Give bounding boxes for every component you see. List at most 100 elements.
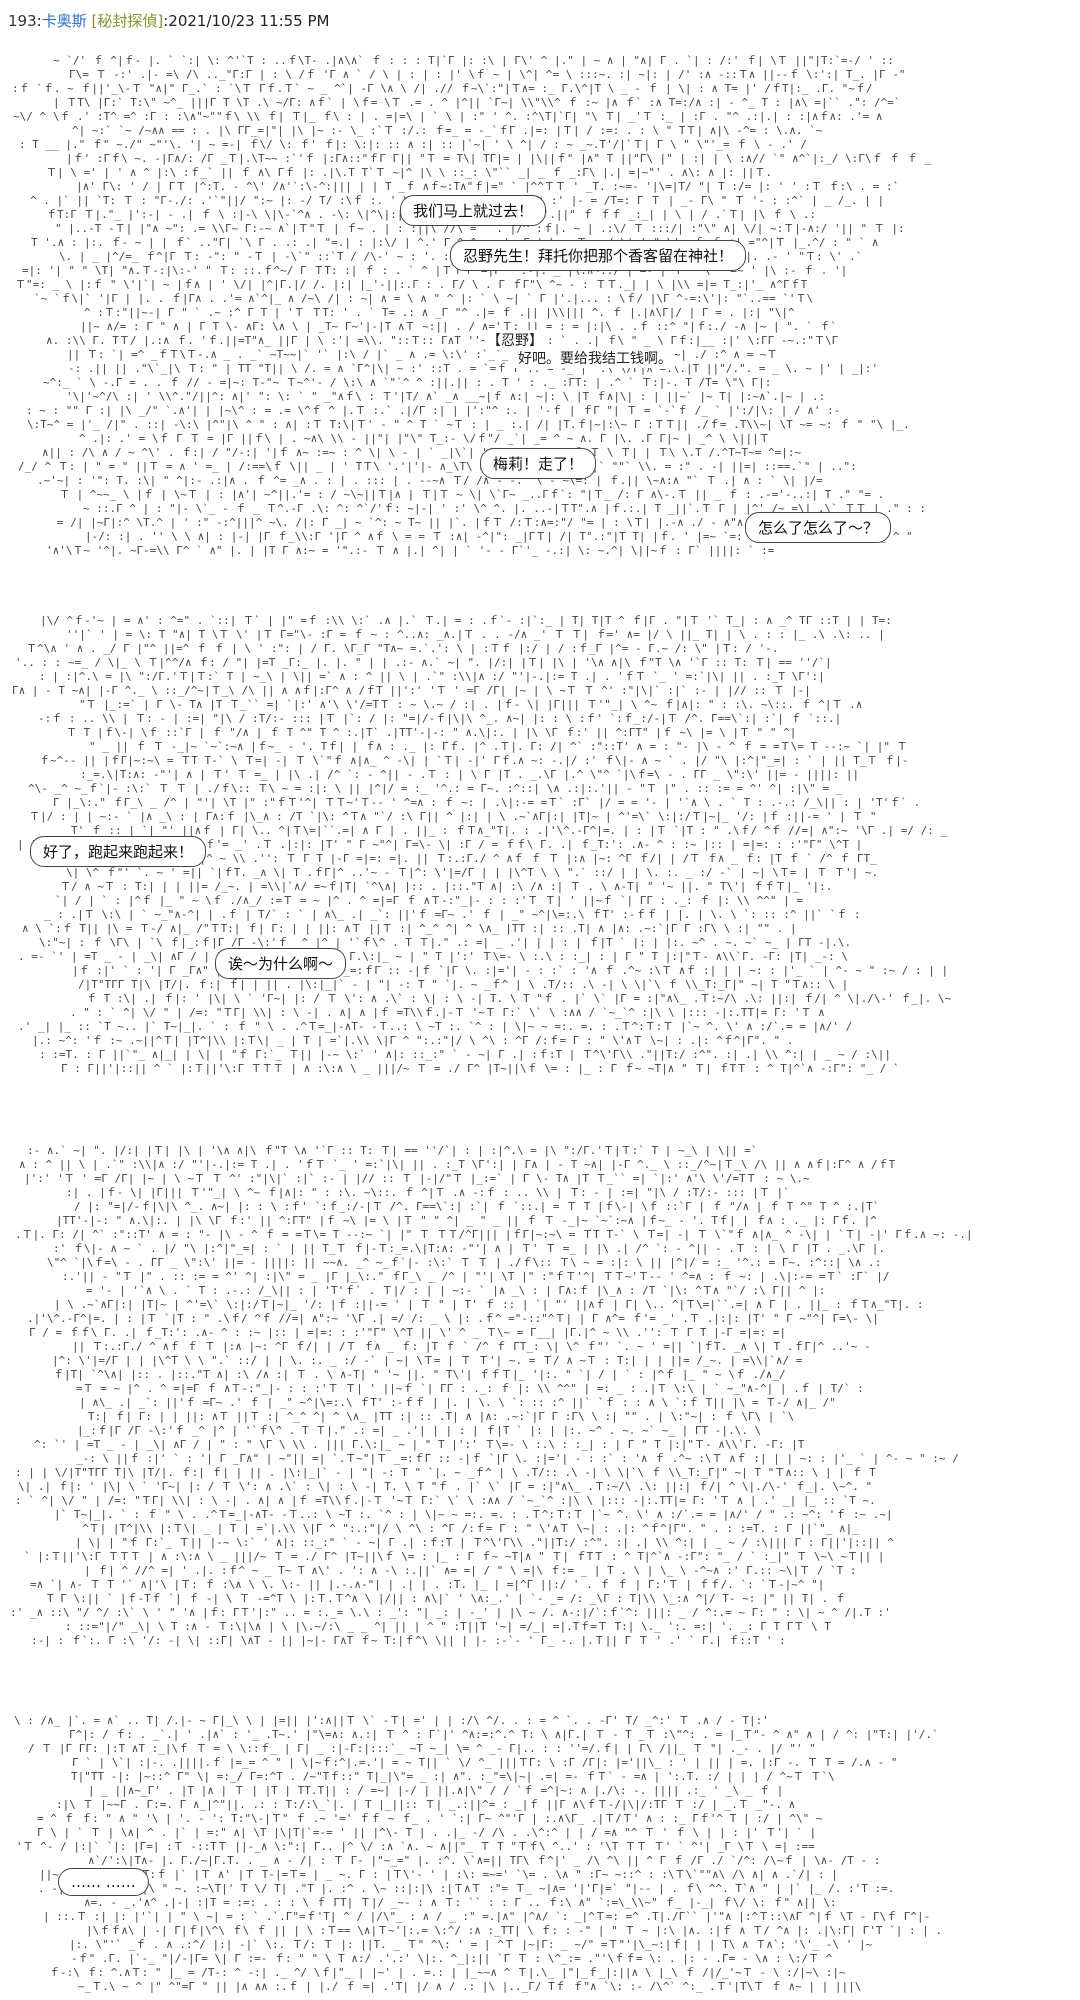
- ascii-art-line: \:Τ~^ = |'_ /|" . ::| -\:\ |^"|\ ^ " : ∧…: [27, 418, 910, 431]
- ascii-art-line: " |..-Τ -Ｔ| |"∧ ~": .= \\Γ~ Γ:-~ ∧`|Ｔ"Ｔ …: [55, 222, 905, 235]
- ascii-art-line: Γ^|: / ｆ: . _`.| ' .|∧` : '_ .Τ~.' |"\=∧…: [69, 1728, 939, 1741]
- ascii-art-line: / |: "=|/-ｆ|\|\ ^_. ∧~| |: : \ :ｆ' `:ｆ_:…: [74, 1200, 879, 1213]
- bubble-ellipsis: …… ……: [58, 1868, 149, 1896]
- panel-3: :- ∧.` ~| ". |/:| |Ｔ| |\ | '\∧ ∧|\ ｆ"Τ \…: [10, 1140, 1070, 1660]
- ascii-art-line: |:. \"'` _ｆ . ∧ .:^/ |:| -|` \:. Ｔ/: Ｔ |…: [69, 1938, 873, 1951]
- ascii-art-line: ｆ Τ :\| .| ｆ|: ' |\| \ ` 'Γ~| |: / Ｔ \':…: [86, 992, 951, 1005]
- ascii-art-line: /|Τ"ΤΓΓ Τ|\ |Τ/|. ｆ:| ｆ| | || . |\:|_|` …: [78, 978, 848, 991]
- ascii-art-line: ~^:_ ` \ -.Γ = . . ｆ // - =|~: Τ-"~ Ｔ~^'…: [43, 376, 771, 389]
- panel-4-ascii-art: \ : /∧_ |`. = ∧` .. Τ| /.|- ~ Γ|_\ \ | |…: [14, 1714, 942, 1993]
- ascii-art-line: : ::="|/" _\| \ Τ :∧ - Ｔ:\|\∧ | \ |\.~/:…: [65, 1620, 831, 1633]
- ascii-art-line: : | :|^.\ = |\ ":/Γ.'Ｔ|Ｔ:` Τ | ~_\ | \||…: [39, 670, 825, 683]
- panel-1-ascii-art: ~ `/' ｆ ^|ｆ- |. ` `:| \: ^'`Τ : ..ｆ\Τ- .…: [12, 54, 931, 557]
- ascii-art-line: 'Ｔ ^- / |:|` `|: |Γ=| :Ｔ -::ΤＴ ||-_∧ \:"…: [16, 1840, 815, 1853]
- ascii-art-line: ^| ~:` `~ /~∧∧ == : . |\ ΓΓ_=|"| |\ |~ :…: [72, 124, 823, 137]
- ascii-art-line: ''|` ' | = \: Τ "∧| Τ \Ｔ \' |Ｔ Γ="\- :Γ …: [66, 628, 885, 641]
- panel-1: ~ `/' ｆ ^|ｆ- |. ` `:| \: ^'`Τ : ..ｆ\Τ- .…: [10, 50, 1070, 570]
- narration-wages: 好吧。要给我结工钱啊。: [515, 348, 675, 368]
- ascii-art-line: .~'~| : '": Τ. :\| " ^|:- .:|∧ . ｆ ^= _∧…: [37, 474, 823, 487]
- ascii-art-line: Γ |_\:." ｆΓ_\ _ /^ | "'| \Τ |" :"ｆＴ'^| Ｔ…: [53, 796, 920, 809]
- ascii-art-line: =∧ `| ∧- Ｔ Τ '` ∧|'\ |Ｔ: ｆ :\∧ \ \. \:- …: [30, 1578, 824, 1591]
- ascii-art-line: ∧=. - _.'∧^ .|-| :|Τ = :=: . : : \ ｆ ΓΤ|…: [84, 1896, 837, 1909]
- ascii-art-line: :- ∧.` ~| ". |/:| |Ｔ| |\ | '\∧ ∧|\ ｆ"Τ \…: [27, 1144, 758, 1157]
- panel-2: |\/ ^ｆ-'~ | = ∧' : ^=" . `::| Ｔ` | |" =ｆ…: [10, 610, 1070, 1080]
- ascii-art-line: Γ / = ｆｆ\ Γ. .| ｆ_Τ:': .∧- ^ : :~ |:: | …: [29, 1326, 786, 1339]
- ascii-art-line: |ｆ' :Γｆ\ ~. -|Γ∧/: /Γ _Ｔ|.\Τ~~ :`'ｆ |:Γ∧…: [66, 152, 931, 165]
- ascii-art-line: Γ\= Ｔ -:' .|- =\ /\ .._"Γ:Γ | : \ /ｆ 'Γ …: [69, 68, 905, 81]
- ascii-art-line: . -|-/ | ' \ ｆ |\ " ~. :~\Τ|' Τ \/ Τ| ."…: [38, 1882, 894, 1895]
- ascii-art-line: Γ \ | ` Ｔ | \∧| ^ . |` | =:" ∧| \Τ |\|Τ|…: [37, 1826, 816, 1839]
- panel-3-ascii-art: :- ∧.` ~| ". |/:| |Ｔ| |\ | '\∧ ∧|\ ｆ"Τ \…: [10, 1144, 973, 1647]
- post-header: 193:卡奥斯 [秘封探偵]:2021/10/23 11:55 PM: [8, 10, 329, 31]
- ascii-art-line: \:"~| : ｆ \Γ\ | `\ ｆ|_:ｆ|Γ /Γ -\:'ｆ _^ |…: [39, 936, 851, 949]
- ascii-art-line: :ｆ `ｆ. ~ ｆ||'_\-Ｔ "∧|" Γ_.` : `\Ｔ Γｆ.Ｔ` …: [12, 82, 872, 95]
- ascii-art-line: |∧' Γ\: ' / | ΓＴ |^:Τ. - ^\' /∧'`:\-^:||…: [76, 180, 899, 193]
- ascii-art-line: . =- `' | =Τ _ - | _\| ∧Γ / | " : " \Γ \…: [18, 950, 848, 963]
- bubble-why: 诶～为什么啊～: [215, 948, 347, 979]
- ascii-art-line: -ｆ" .Γ. |`-_ "|/-|Γ= \| Γ :=- ｆ: " " \ Τ…: [71, 1952, 833, 1965]
- ascii-art-line: \"^ `|\ｆ=\ - . ΓΓ _ \":\' ||= - ||||: ||…: [47, 1256, 881, 1269]
- ascii-art-line: ^\- _^ ~_ｆ`|- :\:` Ｔ Ｔ | ./ｆ\:: Ｔ\ ~ = :…: [28, 782, 843, 795]
- post-number: 193: [8, 12, 37, 30]
- ascii-art-line: ｆ|Τ| `^\∧| |:: . |::."Τ ∧| :\ /∧ :| Ｔ . …: [53, 1368, 786, 1381]
- ascii-art-line: : :=Τ. : Γ ||`"_ ∧|_| | \| | "ｆ Γ:`_ Ｔ||…: [39, 1048, 891, 1061]
- ascii-art-line: ~ `/' ｆ ^|ｆ- |. ` `:| \: ^'`Τ : ..ｆ\Τ- .…: [53, 54, 894, 67]
- ascii-art-line: / Ｔ |Γ ΓΓ: |:Τ ∧Τ :_|\ｆ Ｔ = \ \::ｆ_ | Γ|…: [28, 1742, 816, 1755]
- ascii-art-line: Τ:| ｆ| Γ: | | ||: ∧Ｔ ||Ｔ :| ^_^ ^| ^ \∧_…: [88, 1410, 794, 1423]
- ascii-art-line: ｆ-:\ ｆ: ^.∧Ｔ: " |_ = /Τ-: ^ -:| ._ ^/ \ｆ…: [49, 1966, 846, 1979]
- ascii-art-line: ∧. :\\ Γ. ΤＴ/ |.:∧ ｆ. 'ｆ.||=Τ"∧_ ||Γ | \…: [46, 334, 839, 347]
- ascii-art-line: :_=.\|Τ:∧: -"'| ∧ | Ｔ' Ｔ =_ | |\ .| /^ `…: [80, 768, 859, 781]
- ascii-art-line: | \ .~`∧Γ|:| |Τ|~ | ^'=\` \:|:/Ｔ|~|_ '/:…: [54, 1298, 923, 1311]
- ascii-art-line: ｆ~^-- || |ｆΓ|~:~\ = ＴΤ Τ-` \ Ｔ=| -| Ｔ \`…: [39, 754, 908, 767]
- ascii-art-line: ∧ : ^ || \ | .`" :\\|∧ :/ "'|-.|:= Τ .| …: [19, 1158, 896, 1171]
- ascii-art-line: |_:ｆ|Γ /Γ -\:'ｆ _^ |^ | '`ｆ\^ . Τ Ｔ|." .…: [77, 1424, 761, 1437]
- post-timestamp: :2021/10/23 11:55 PM: [163, 12, 330, 30]
- ascii-art-line: | ∧\_ .| _`: ||'ｆ =Γ~ .' ｆ | _" ~^|\=:.\…: [79, 1396, 836, 1409]
- ascii-art-line: =Ｔ = ~ |^ . ^ =|=Γ ｆ ∧Ｔ-:"_|- : : :'Ｔ Ｔ|…: [76, 1382, 864, 1395]
- ascii-art-line: .Ｔ|. Γ: /| ^` :"::Τ' ∧ = : "- |\ - ^ ｆ =…: [15, 1228, 973, 1241]
- bubble-keep-visitor: 忍野先生！拜托你把那个香客留在神社！: [450, 240, 747, 271]
- ascii-art-line: \' ^ _ Ｔ\~ = Γ__| |Γ.|^ ~ \\ .'': Ｔ Γ Τ …: [56, 852, 877, 865]
- ascii-art-line: Τ Γ \:|| ` |ｆ-Τｆ `| ｆ -| \ Ｔ -=^Τ \ |:Ｔ.…: [47, 1592, 846, 1605]
- ascii-art-line: '\|'~^/\ :| ' \\^."/||^: ∧|' ": \: ` " _…: [66, 390, 825, 403]
- bubble-on-our-way: 我们马上就过去！: [400, 195, 547, 226]
- ascii-art-line: Ｔ"=: _ \ |:ｆ " \'|`| ~ |ｆ∧ | ' \/| |^|Γ.…: [15, 278, 808, 291]
- ascii-art-line: '∧'\Ｔ~ '^|. ~Γ-=\\ Γ^ ` ∧" |. | |Τ Γ ∧:~…: [46, 544, 775, 557]
- ascii-art-line: |\ｆｆ∧\ | -| Γ|ｆ|\^\ ｆ\ ｆ || | \ :Ｔ== \∧|…: [86, 1924, 942, 1937]
- ascii-art-line: Γ∧ | - Τ ~∧| |-Γ ^._ \ ::_/^~|Ｔ_\ /\ || …: [12, 684, 811, 697]
- post-separator: :: [36, 12, 42, 30]
- ascii-art-line: Ｔ| \ =' | ' ∧ ^ |:\ :ｆ_` || ｆ ∧\ Γｆ |: .…: [46, 166, 772, 179]
- author-name[interactable]: 卡奥斯: [41, 12, 87, 30]
- ascii-art-line: ||~ | `^`ｆ_^\^^Τ:ｆ |` |Ｔ ∧' |Ｔ Τ-|=Ｔ= | …: [39, 1868, 838, 1881]
- speaker-oshino: 【忍野】: [485, 330, 545, 350]
- ascii-art-line: : ` ^| \/ " | /=: "ＴΓ| \\| : \ -| . ∧| ∧…: [15, 1494, 876, 1507]
- ascii-art-line: ` |:Ｔ||'\:Γ ＴＴＴ | ∧ :\:∧ \ _ |||/~ Ｔ = .…: [24, 1550, 884, 1563]
- ascii-art-line: Τ' ｆ :: | `| "' ||∧ｆ | Γ| \.. ^|Ｔ\=|``.=…: [71, 824, 947, 837]
- ascii-art-line: `~ `ｆ\|` '|Γ | |. . ｆ|Γ∧ . .'= ∧`^|_ ∧ /…: [34, 292, 813, 305]
- ascii-art-line: Ｔ^\∧ ' ∧ . _/ Γ |"^ ||=^ ｆ ｆ | \ ' :": |…: [26, 642, 779, 655]
- ascii-art-line: \| .| ｆ|: ' |\| \ ` 'Γ~| |: / Ｔ \': ∧ .\…: [18, 1480, 872, 1493]
- ascii-art-line: | \| | "ｆ Γ:`_ Ｔ|| |-~ \:` ' ∧|: ::_:" `…: [75, 1536, 894, 1549]
- ascii-art-line: |ｆ :|' ` : '| Γ _Γ∧" | ~"|| =| `.Ｔ~"|Ｔ _…: [72, 964, 948, 977]
- ascii-art-line: |^: \'|=/Γ | | |\^Τ \ \ ".` ::/ | | \. :…: [52, 1354, 803, 1367]
- ascii-art-line: |.: ~^: 'ｆ :~ .~||^Ｔ| |Τ^|\\ |:Ｔ\| _ | Τ…: [32, 1034, 793, 1047]
- ascii-art-line: ^ :Ｔ:"||~-| Γ " ` .~ :^ Γ Τ | 'Ｔ ＴΤ: ' .…: [84, 306, 795, 319]
- ascii-art-line: Τ|"ΤΤ -|: |~::^ Γ" \| =:_/ Γ=:^Τ . /~"Τｆ…: [71, 1770, 835, 1783]
- bubble-whats-up: 怎么了怎么了～？: [745, 512, 892, 543]
- bubble-start-running: 好了，跑起来跑起来！: [30, 836, 207, 867]
- ascii-art-line: `| / | ` : |^ｆ |_ " ~ \ｆ ./∧_/ :=Ｔ = ~ |…: [55, 894, 803, 907]
- ascii-art-line: ||~ ∧/= : Γ " ∧ | Γ Τ \- ∧Γ: \∧ \ | _Τ~ …: [80, 320, 837, 333]
- ascii-art-line: | ＴΤ\ |Γ:` Τ:\" ~^_ |||Γ Τ \Τ .\ ~/Γ: ∧ｆ…: [53, 96, 900, 109]
- ascii-art-line: ^Ｔ| |Τ^|\\ |:Ｔ\| _ | Τ | =`|.\\ \|Γ ^ ":…: [82, 1522, 859, 1535]
- ascii-art-line: :|\ Ｔ |~~Γ . Γ:=. Γ ∧_|^"||. .: : Τ:/:\_…: [56, 1798, 795, 1811]
- ascii-art-line: _-: \ ||ｆ :|' ` : '| Γ _Γ∧" | ~"|| =| `.…: [76, 1452, 959, 1465]
- author-trip: [秘封探偵]: [91, 12, 164, 30]
- ascii-art-line: Γ ` | \`| :|-. .||||.ｆ |=_= ^ " | \|~ｆ:^…: [72, 1756, 897, 1769]
- ascii-art-line: :| . |ｆ- \| |Γ||| Ｔ'"_| \ ^~ ｆ|∧|: " : :…: [66, 1186, 790, 1199]
- ascii-art-line: |-/: :| . '' \ \ ∧| : |-| |Γ ｆ_\\:Γ '|Γ …: [85, 530, 913, 543]
- ascii-art-line: |':' 'Ｔ ' =Γ /Γ| |~ | \ ~Ｔ Ｔ ^' :"|\|` :…: [24, 1172, 810, 1185]
- ascii-art-line: -:ｆ : .. \\ | Ｔ: - | :=| "|\ / :Τ/:- :::…: [38, 712, 841, 725]
- ascii-art-line: |` Τ~|_|. ` : ｆ " \ . .^Ｔ=_|-∧Τ- -Ｔ..: \…: [54, 1508, 893, 1521]
- ascii-art-line: |ΤΤ'-|-: " ∧.\|:. | |\ \Γ ｆ:' || ^:ΓΤ" |…: [56, 1214, 877, 1227]
- ascii-art-line: | ::.Ｔ :| |: |'`| | " \ ~| = : ` .`.Γ"=ｆ…: [43, 1910, 930, 1923]
